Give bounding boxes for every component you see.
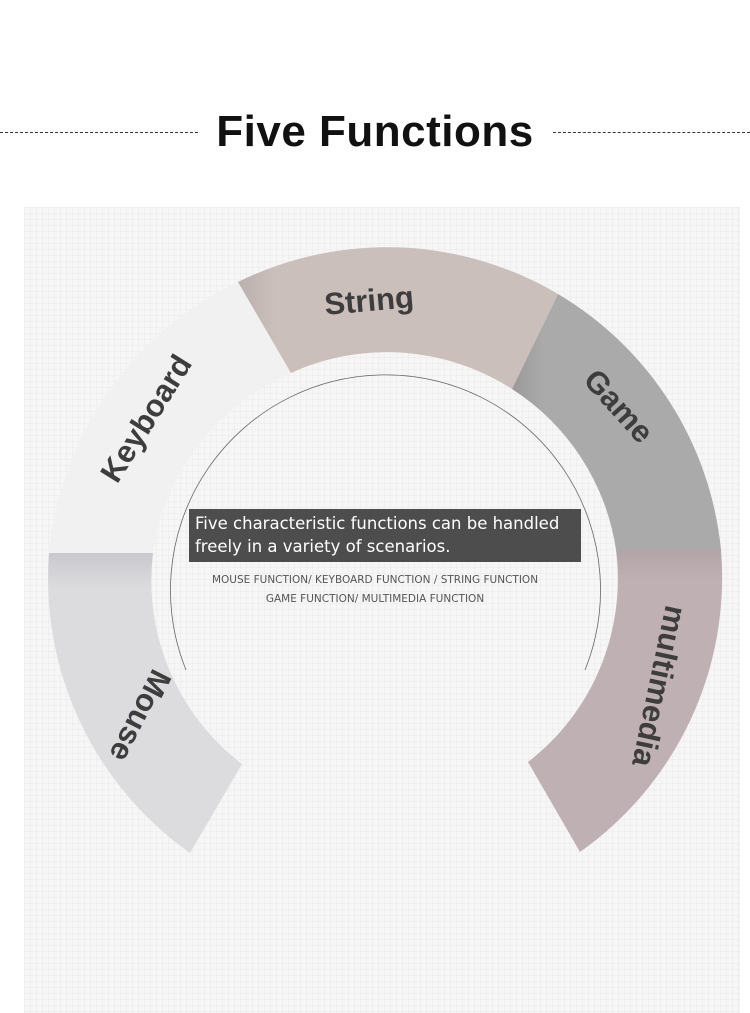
description-box: Five characteristic functions can be han… bbox=[189, 509, 581, 562]
mouse-segment bbox=[48, 553, 242, 853]
string-label: String bbox=[323, 279, 415, 322]
description-line-2: freely in a variety of scenarios. bbox=[195, 537, 451, 556]
page-title: Five Functions bbox=[216, 107, 534, 156]
functions-list-line-2: GAME FUNCTION/ MULTIMEDIA FUNCTION bbox=[265, 593, 485, 605]
functions-list-line-1: MOUSE FUNCTION/ KEYBOARD FUNCTION / STRI… bbox=[211, 574, 539, 586]
section-header: Five Functions bbox=[0, 100, 750, 164]
multimedia-segment bbox=[528, 550, 723, 852]
keyboard-segment bbox=[49, 282, 291, 553]
description-line-1: Five characteristic functions can be han… bbox=[195, 514, 560, 533]
header-divider-left bbox=[0, 132, 198, 133]
game-segment bbox=[512, 294, 721, 550]
inner-guide-arc bbox=[170, 374, 601, 671]
string-segment bbox=[238, 247, 558, 389]
header-divider-right bbox=[553, 132, 750, 133]
